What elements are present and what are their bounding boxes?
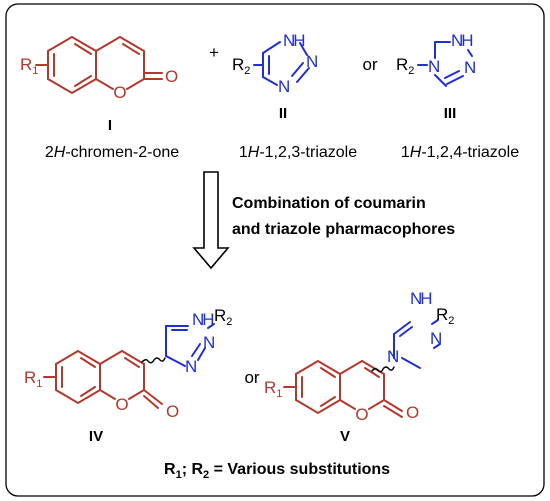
substituent-footnote: R1; R2 = Various substitutions [164, 461, 390, 481]
compound-numeral-II: II [279, 105, 287, 122]
compound-name-I: 2H-chromen-2-one [45, 144, 179, 161]
r2-label-IV: R2 [214, 306, 232, 328]
or-label-top: or [362, 55, 377, 74]
arrow-caption-line-1: Combination of coumarin [232, 195, 426, 212]
compound-numeral-III: III [444, 105, 457, 122]
carbonyl-oxygen-V: O [406, 403, 419, 422]
plus-sign: + [209, 43, 219, 62]
n2-label-III: N [464, 58, 476, 77]
or-label-bottom: or [244, 368, 259, 387]
combination-arrow [192, 171, 230, 270]
nh-label-IV: NH [192, 310, 215, 329]
hybrid-structure-V [283, 319, 441, 418]
n-label-IV-a: N [203, 333, 215, 352]
compound-numeral-IV: IV [89, 428, 103, 445]
scheme-frame [5, 3, 545, 497]
compound-name-II: 1H-1,2,3-triazole [239, 144, 357, 161]
coumarin-structure-I [35, 35, 163, 95]
n3-label-II: N [278, 77, 290, 96]
carbonyl-oxygen-I: O [165, 67, 178, 86]
ring-oxygen-I: O [113, 83, 126, 102]
n2-label-II: N [306, 52, 318, 71]
nh-label-III: NH [451, 31, 474, 50]
ring-oxygen-V: O [355, 405, 368, 424]
carbonyl-oxygen-IV: O [166, 402, 179, 421]
r2-label-II: R2 [232, 55, 250, 77]
compound-name-III: 1H-1,2,4-triazole [401, 144, 519, 161]
hybrid-structure-IV [43, 323, 215, 409]
n-label-V-ring: N [387, 347, 399, 366]
r1-label-V: R1 [264, 378, 282, 400]
compound-numeral-V: V [340, 428, 350, 445]
r1-label-IV: R1 [24, 368, 42, 390]
arrow-caption-line-2: and triazole pharmacophores [232, 221, 455, 238]
ring-oxygen-IV: O [115, 395, 128, 414]
triazole-124-structure-III [417, 41, 473, 87]
n-label-V-b: N [430, 329, 442, 348]
compound-numeral-I: I [108, 117, 112, 134]
nh-label-V: NH [410, 289, 433, 308]
r1-label-I: R1 [20, 55, 38, 77]
r2-label-III: R2 [396, 55, 414, 77]
n-label-IV-b: N [185, 357, 197, 376]
nh-label-II: NH [283, 31, 306, 50]
r2-label-V: R2 [436, 305, 454, 327]
n4-label-III: N [428, 57, 440, 76]
triazole-123-structure-II [253, 41, 310, 86]
